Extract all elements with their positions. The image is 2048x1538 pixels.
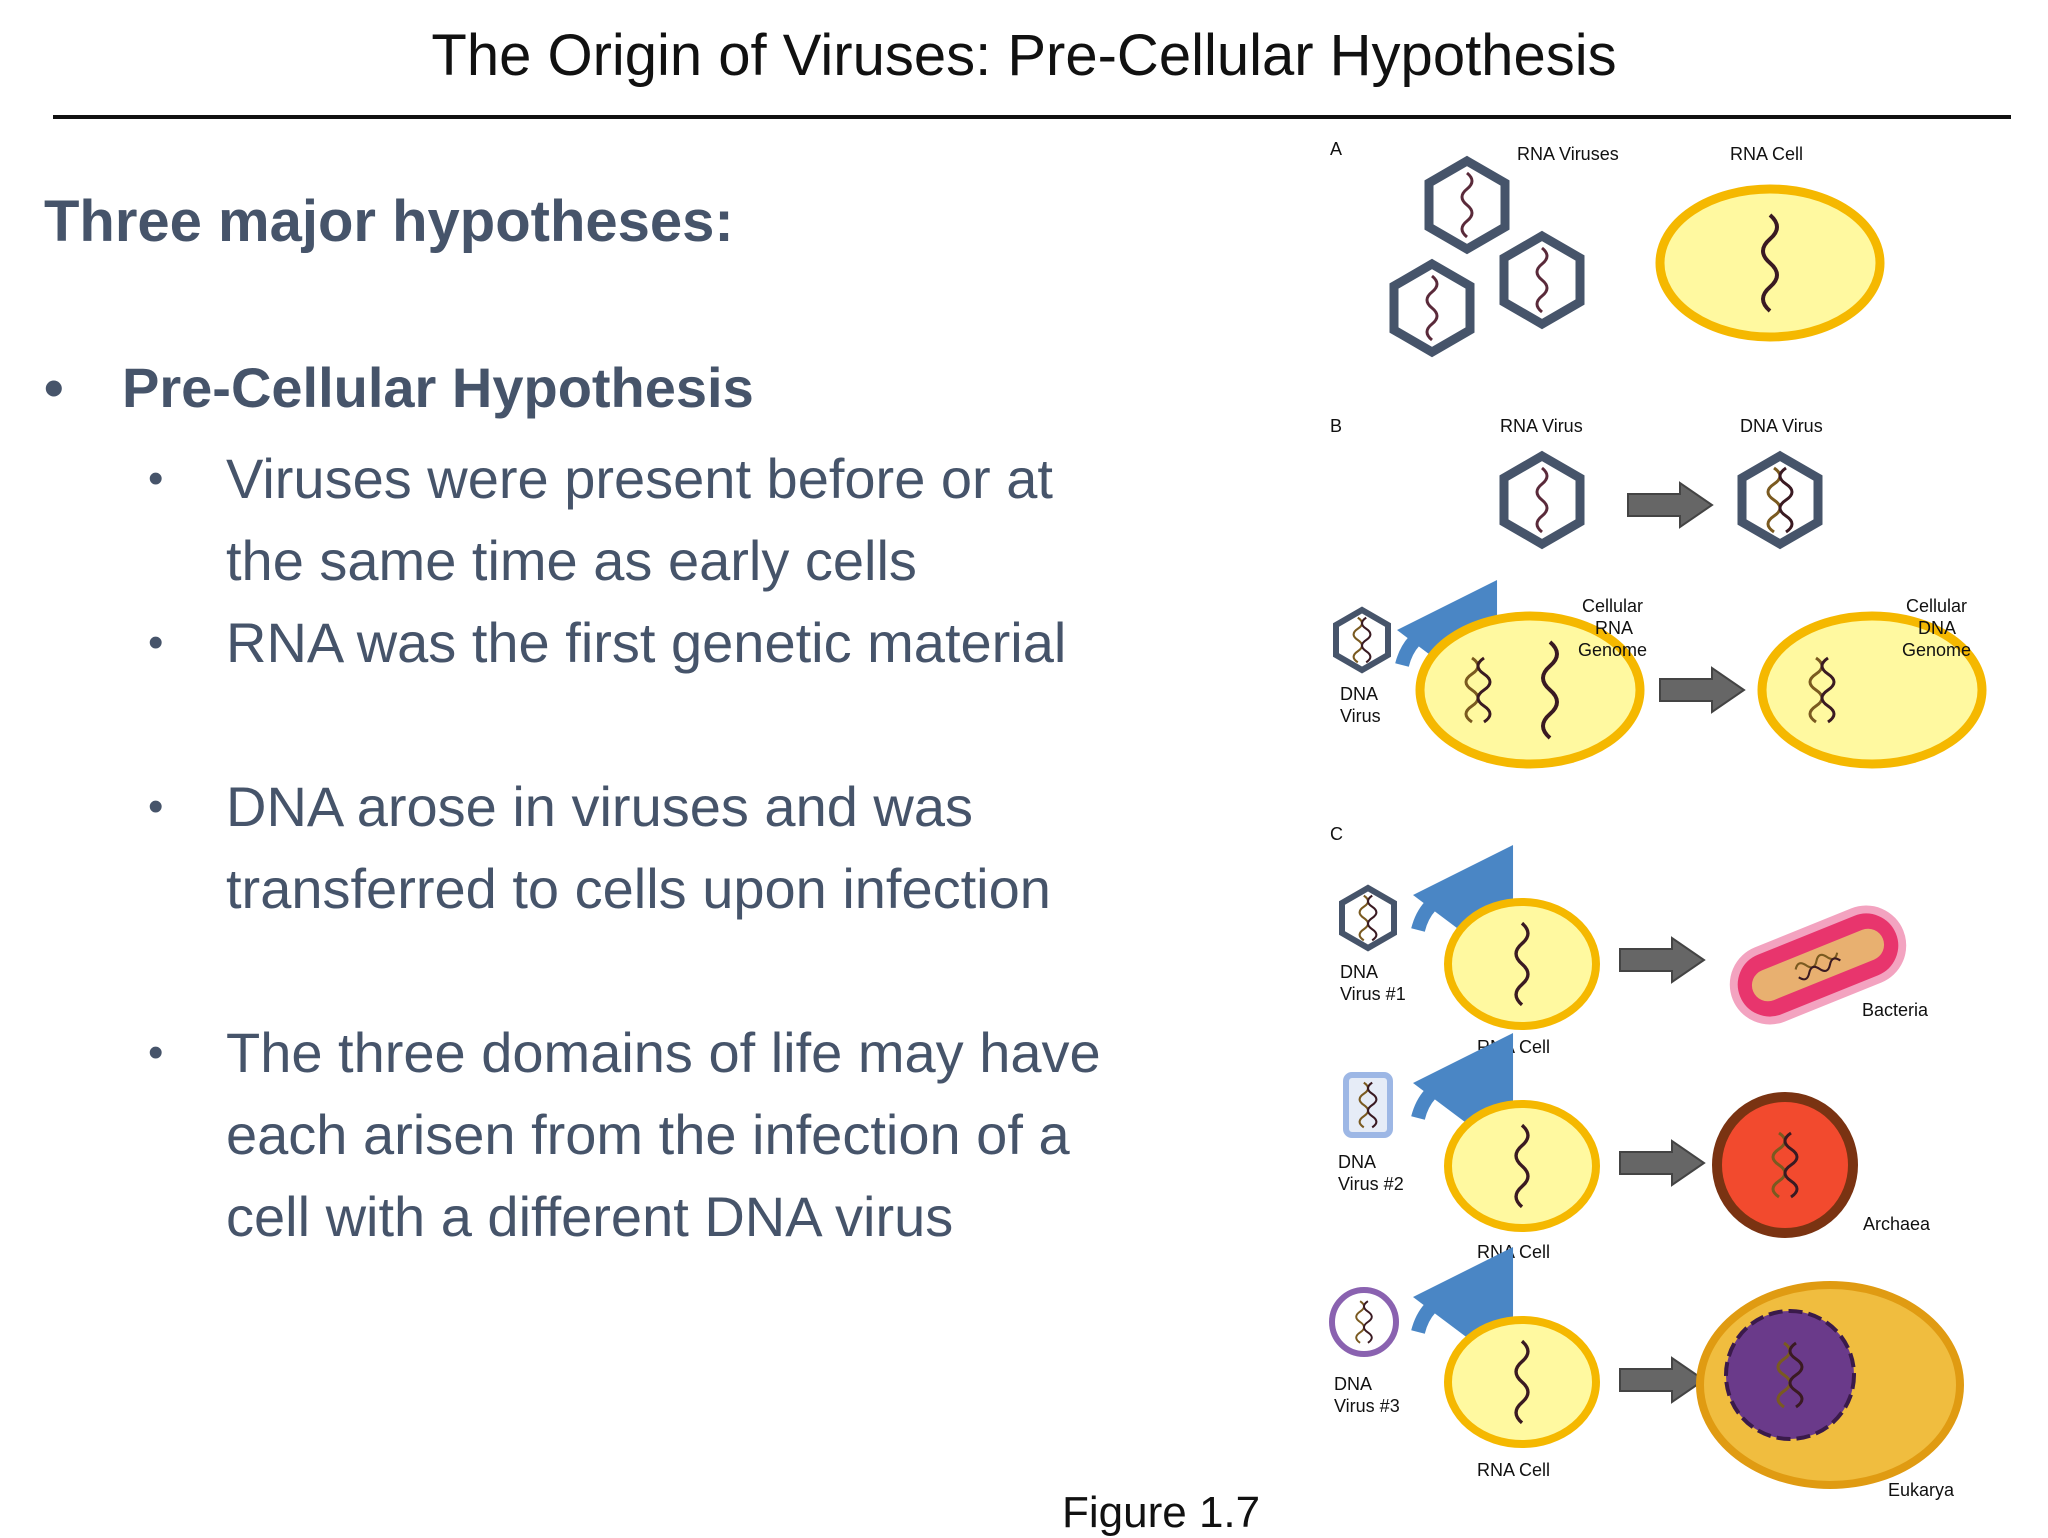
rna-virus-icon [1504, 456, 1580, 544]
cellular-rna-genome-label: Cellular [1582, 596, 1643, 616]
infected-rna-cell-icon [1415, 611, 1645, 769]
cellular-rna-genome-label: RNA [1595, 618, 1633, 638]
conversion-arrow-icon [1659, 667, 1745, 713]
infection-arrow-icon [1418, 1297, 1488, 1332]
rna-virus-label: RNA Virus [1500, 416, 1583, 436]
dna-virus-1-label: DNA [1340, 962, 1378, 982]
dna-virus-1-label: Virus #1 [1340, 984, 1406, 1004]
dna-virus-3-label: DNA [1334, 1374, 1372, 1394]
conversion-arrow-icon [1627, 482, 1713, 528]
bullet-marker: • [44, 356, 64, 419]
eukarya-icon [1696, 1281, 1964, 1489]
archaea-label: Archaea [1863, 1214, 1931, 1234]
section-heading: Three major hypotheses: [44, 189, 734, 254]
conversion-arrow-icon [1619, 937, 1705, 983]
sub-bullet-line: cell with a different DNA virus [226, 1185, 954, 1248]
rna-cell-icon [1444, 1316, 1600, 1448]
rna-cell-label: RNA Cell [1477, 1242, 1550, 1262]
dna-virus-icon [1742, 456, 1818, 544]
title-divider [53, 115, 2011, 119]
bacteria-label: Bacteria [1862, 1000, 1929, 1020]
cellular-dna-genome-label: Genome [1902, 640, 1971, 660]
bacteria-icon [1729, 905, 1907, 1025]
conversion-arrow-icon [1619, 1357, 1705, 1403]
cellular-dna-genome-label: DNA [1918, 618, 1956, 638]
dna-virus-1-icon [1342, 888, 1394, 948]
dna-virus-3-label: Virus #3 [1334, 1396, 1400, 1416]
rna-cell-icon [1444, 898, 1600, 1030]
dna-virus-2-label: Virus #2 [1338, 1174, 1404, 1194]
dna-virus-3-icon [1329, 1287, 1399, 1357]
cellular-dna-genome-label: Cellular [1906, 596, 1967, 616]
sub-bullet-line: the same time as early cells [226, 529, 917, 592]
rna-cell-icon [1655, 184, 1885, 342]
sub-bullet-line: The three domains of life may have [226, 1021, 1101, 1084]
dna-virus-label: DNA [1340, 684, 1378, 704]
dna-virus-2-label: DNA [1338, 1152, 1376, 1172]
rna-virus-icon [1394, 264, 1470, 352]
sub-bullet-line: each arisen from the infection of a [226, 1103, 1070, 1166]
bullet-marker: • [148, 1028, 164, 1077]
dna-virus-label: Virus [1340, 706, 1381, 726]
sub-bullet-line: Viruses were present before or at [226, 447, 1053, 510]
dna-cell-icon [1757, 611, 1987, 769]
sub-bullet-line: transferred to cells upon infection [226, 857, 1051, 920]
cellular-rna-genome-label: Genome [1578, 640, 1647, 660]
rna-cell-label: RNA Cell [1477, 1037, 1550, 1057]
dna-virus-label: DNA Virus [1740, 416, 1823, 436]
rna-viruses-label: RNA Viruses [1517, 144, 1619, 164]
bullet-marker: • [148, 618, 164, 667]
sub-bullet-line: DNA arose in viruses and was [226, 775, 974, 838]
rna-virus-icon [1504, 236, 1580, 324]
bullet-marker: • [148, 782, 164, 831]
archaea-icon [1712, 1092, 1858, 1238]
bullet-label: Pre-Cellular Hypothesis [122, 356, 754, 419]
panel-c-letter: C [1330, 824, 1343, 844]
dna-virus-2-icon [1343, 1072, 1393, 1138]
panel-a-letter: A [1330, 139, 1342, 159]
rna-virus-icon [1429, 161, 1505, 249]
slide-title: The Origin of Viruses: Pre-Cellular Hypo… [431, 23, 1617, 88]
figure-caption: Figure 1.7 [1062, 1488, 1261, 1537]
bullet-marker: • [148, 454, 164, 503]
sub-bullet-line: RNA was the first genetic material [226, 611, 1067, 674]
panel-b-letter: B [1330, 416, 1342, 436]
rna-cell-label: RNA Cell [1477, 1460, 1550, 1480]
eukarya-label: Eukarya [1888, 1480, 1955, 1500]
rna-cell-label-a: RNA Cell [1730, 144, 1803, 164]
origin-of-viruses-figure: A RNA Viruses RNA Cell B RNA Virus DNA V… [1329, 139, 1987, 1500]
conversion-arrow-icon [1619, 1140, 1705, 1186]
dna-virus-small-icon [1336, 610, 1388, 670]
rna-cell-icon [1444, 1100, 1600, 1232]
